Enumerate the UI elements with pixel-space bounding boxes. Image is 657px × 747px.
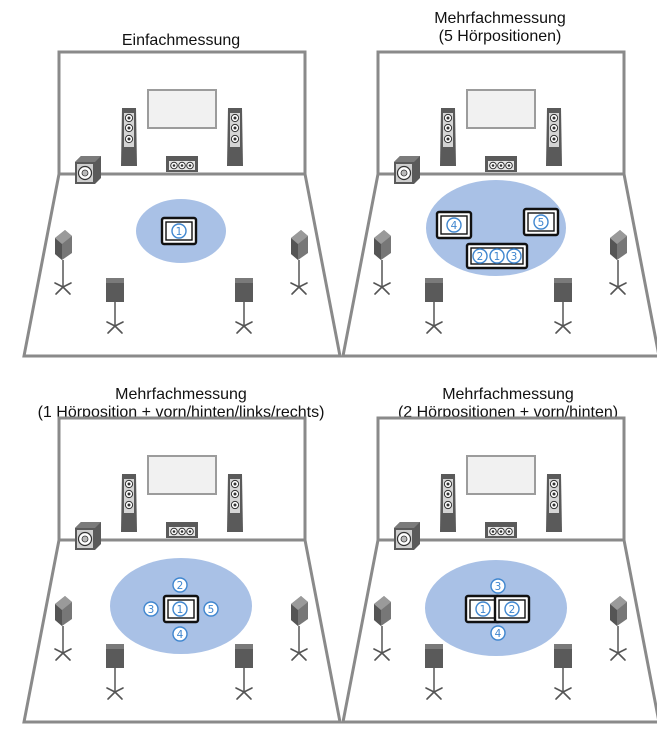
mic-position-icon: 1 (172, 601, 188, 617)
rear-speaker-icon (425, 278, 443, 334)
subwoofer-icon (394, 156, 420, 184)
rear-speaker-icon (554, 644, 572, 700)
surround-speaker-icon (290, 230, 308, 295)
mic-position-icon: 1 (489, 248, 505, 264)
surround-speaker-icon (609, 230, 627, 295)
rear-speaker-icon (235, 644, 253, 700)
title-line: Mehrfachmessung (115, 386, 247, 403)
mic-position-label: 5 (538, 217, 545, 229)
room-diagram-single: 1 (22, 50, 342, 358)
title-line: Einfachmessung (121, 32, 241, 49)
tv-screen-icon (466, 89, 536, 129)
surround-speaker-icon (54, 596, 72, 661)
tower-speaker-icon (227, 108, 243, 166)
mic-position-label: 5 (208, 604, 215, 616)
surround-speaker-icon (290, 596, 308, 661)
mic-position-label: 4 (451, 220, 458, 232)
center-speaker-icon (166, 156, 198, 172)
tv-screen-icon (147, 89, 217, 129)
room-diagram-one-plus-directions: 2 3 1 5 4 (22, 416, 342, 724)
tower-speaker-icon (121, 474, 137, 532)
mic-position-icon: 4 (446, 217, 462, 233)
mic-position-label: 2 (177, 580, 184, 592)
tower-speaker-icon (227, 474, 243, 532)
mic-position-label: 3 (495, 581, 502, 593)
mic-position-label: 4 (177, 629, 184, 641)
mic-position-label: 1 (176, 226, 183, 238)
title-line: Mehrfachmessung (442, 386, 574, 403)
surround-speaker-icon (373, 596, 391, 661)
mic-position-label: 2 (477, 251, 484, 263)
mic-position-label: 1 (177, 604, 184, 616)
mic-position-icon: 4 (172, 626, 188, 642)
diagram-title-2: Mehrfachmessung (5 Hörpositionen) (434, 10, 566, 46)
rear-speaker-icon (235, 278, 253, 334)
mic-position-icon: 5 (533, 214, 549, 230)
mic-position-icon: 2 (504, 601, 520, 617)
mic-position-label: 1 (480, 604, 487, 616)
rear-speaker-icon (106, 644, 124, 700)
tv-screen-icon (147, 455, 217, 495)
mic-position-icon: 1 (475, 601, 491, 617)
tv-screen-icon (466, 455, 536, 495)
mic-position-icon: 3 (143, 601, 159, 617)
mic-position-icon: 2 (172, 577, 188, 593)
tower-speaker-icon (440, 474, 456, 532)
surround-speaker-icon (54, 230, 72, 295)
mic-position-icon: 5 (203, 601, 219, 617)
tower-speaker-icon (546, 474, 562, 532)
mic-position-label: 1 (494, 251, 501, 263)
title-line: (5 Hörpositionen) (438, 28, 562, 45)
mic-position-icon: 2 (472, 248, 488, 264)
mic-position-label: 3 (148, 604, 155, 616)
center-speaker-icon (166, 522, 198, 538)
rear-speaker-icon (106, 278, 124, 334)
tower-speaker-icon (440, 108, 456, 166)
surround-speaker-icon (609, 596, 627, 661)
center-speaker-icon (485, 156, 517, 172)
rear-speaker-icon (554, 278, 572, 334)
mic-position-label: 3 (511, 251, 518, 263)
mic-position-icon: 3 (490, 578, 506, 594)
mic-position-label: 4 (495, 628, 502, 640)
subwoofer-icon (75, 522, 101, 550)
rear-speaker-icon (425, 644, 443, 700)
surround-speaker-icon (373, 230, 391, 295)
listening-area (426, 180, 566, 276)
subwoofer-icon (394, 522, 420, 550)
diagram-title-1: Einfachmessung (122, 32, 240, 50)
title-line: Mehrfachmessung (434, 10, 566, 27)
mic-position-icon: 1 (171, 223, 187, 239)
room-diagram-two-plus-front-back: 31 24 (341, 416, 657, 724)
tower-speaker-icon (121, 108, 137, 166)
center-speaker-icon (485, 522, 517, 538)
mic-position-icon: 4 (490, 625, 506, 641)
mic-position-icon: 3 (506, 248, 522, 264)
subwoofer-icon (75, 156, 101, 184)
tower-speaker-icon (546, 108, 562, 166)
mic-position-label: 2 (509, 604, 516, 616)
